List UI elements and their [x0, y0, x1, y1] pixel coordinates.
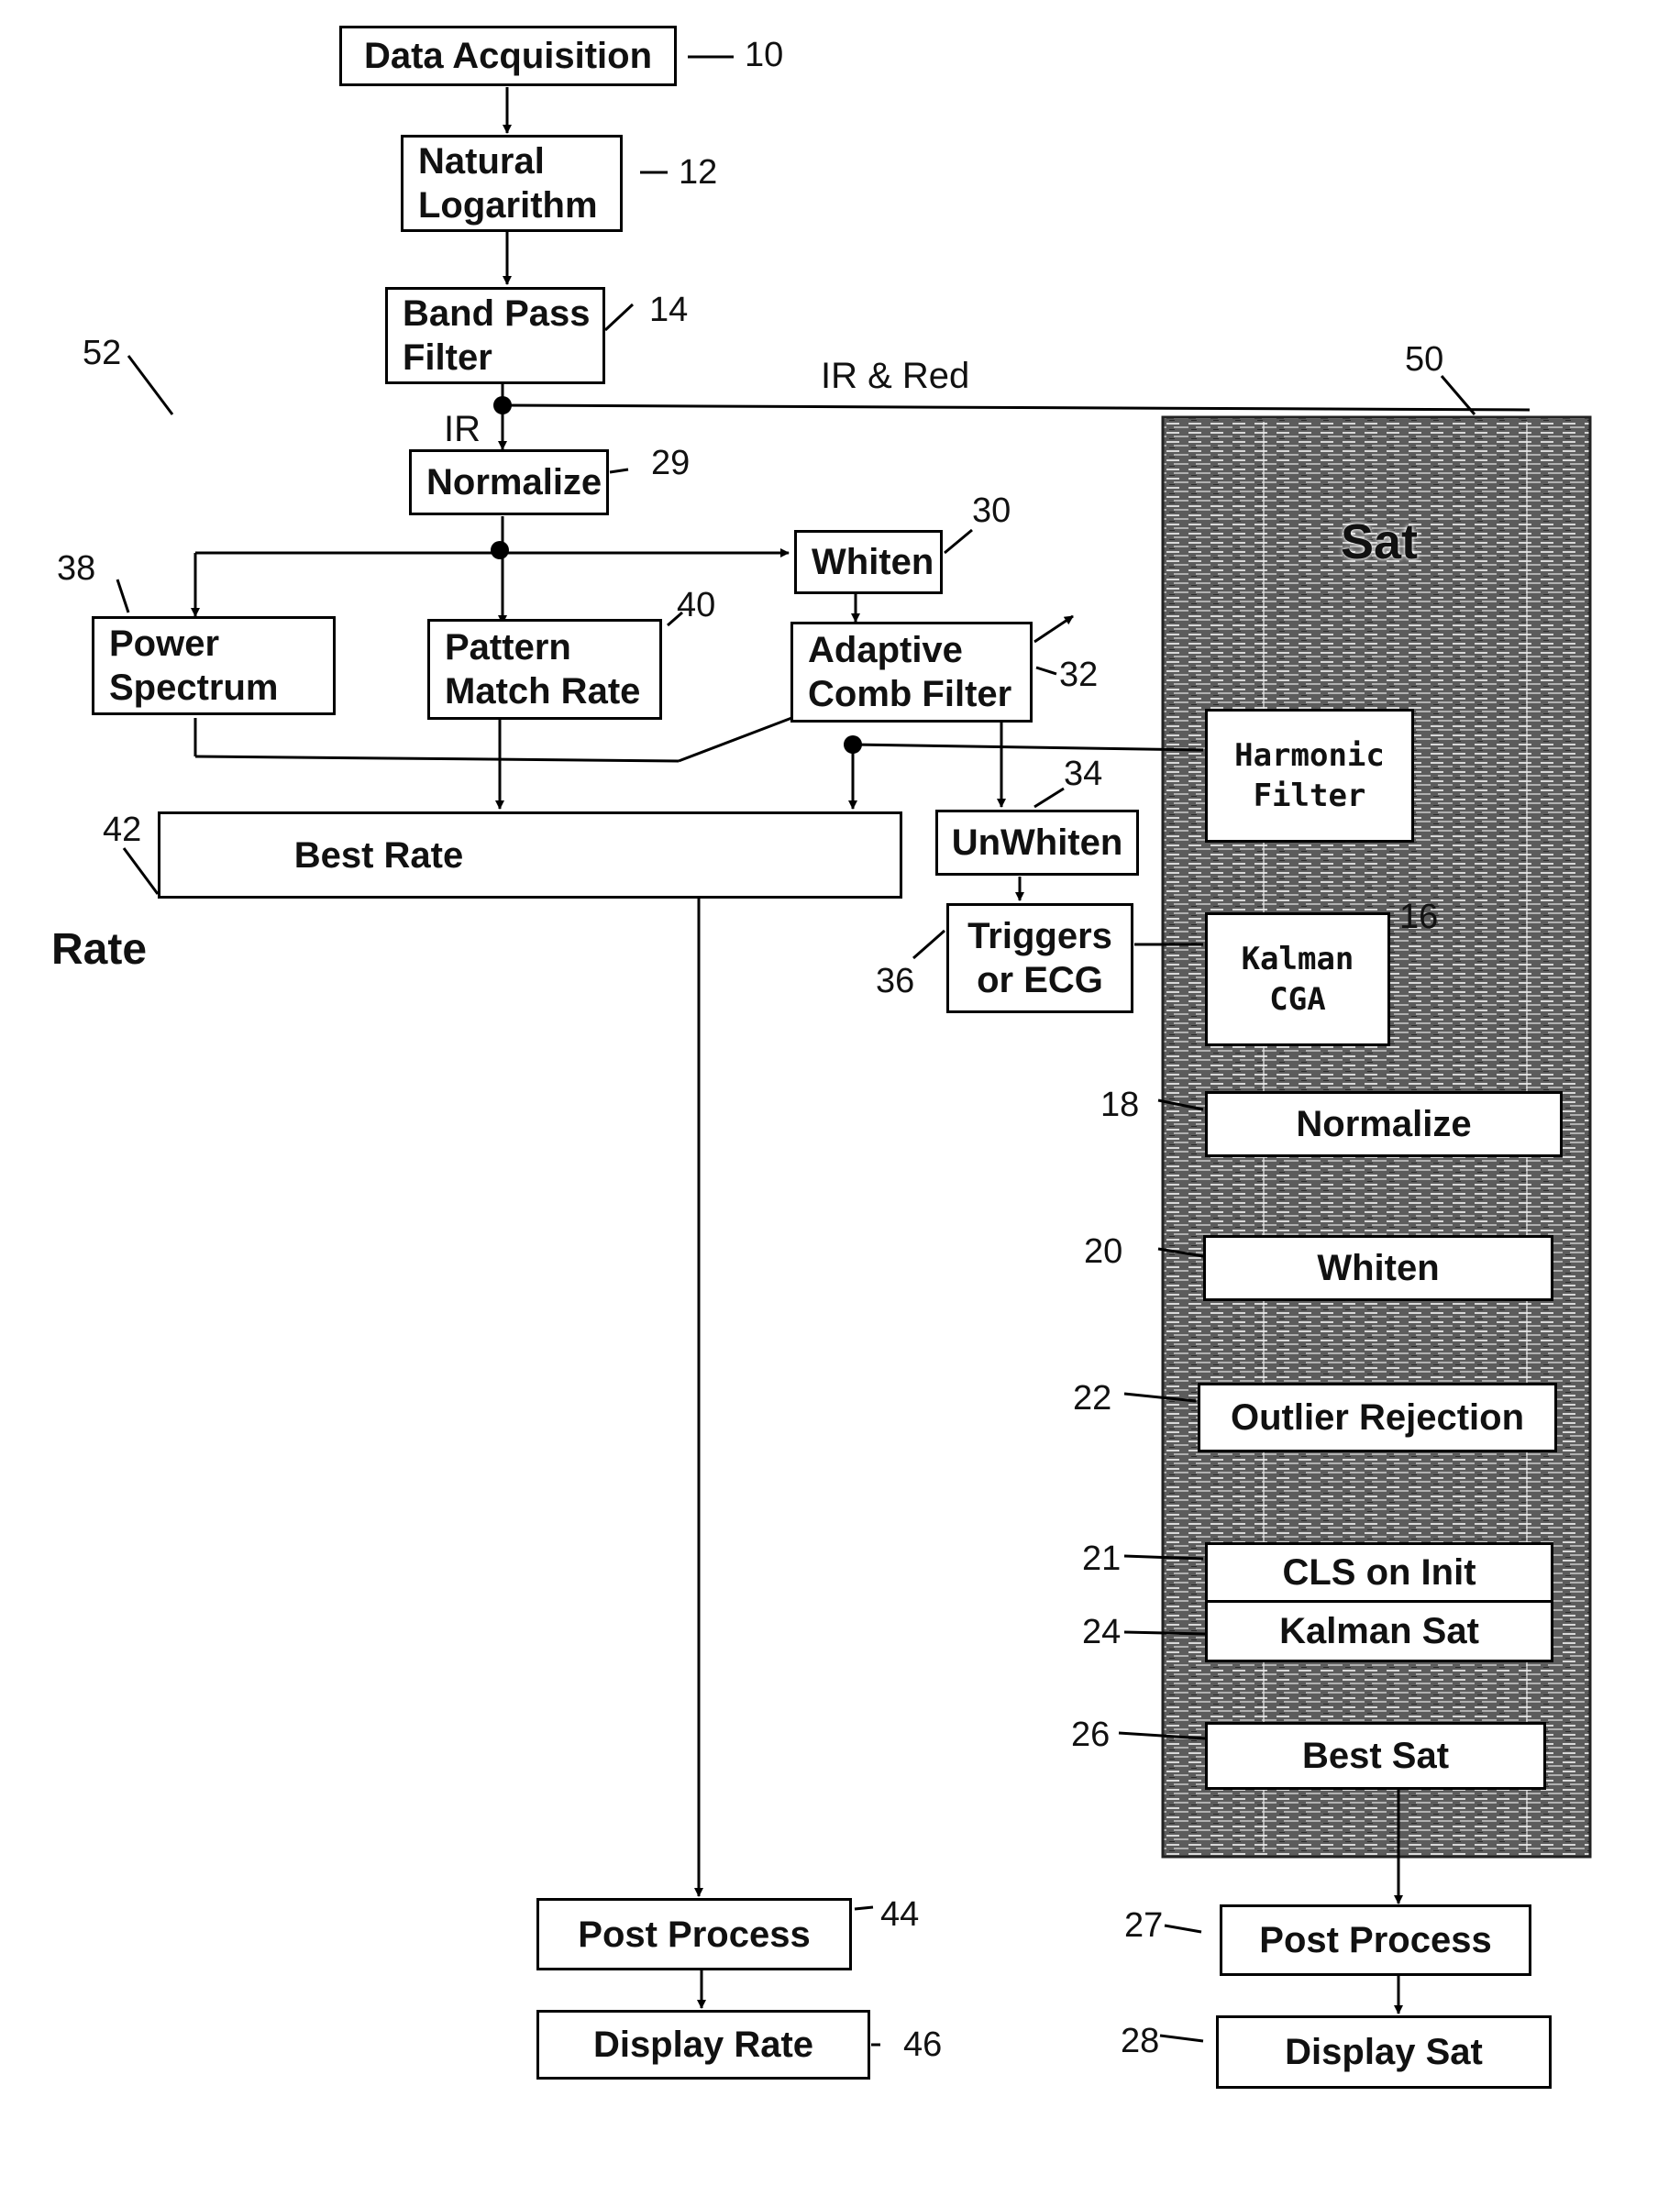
kalman-cga-box: Kalman CGA	[1205, 912, 1390, 1046]
ref-30: 30	[972, 492, 1011, 529]
harmonic-filter-box: Harmonic Filter	[1205, 709, 1414, 843]
ref-21: 21	[1082, 1540, 1121, 1577]
ref-46: 46	[903, 2026, 942, 2063]
ref-42: 42	[103, 811, 141, 848]
best-sat-box: Best Sat	[1205, 1722, 1546, 1790]
display-rate-box: Display Rate	[536, 2010, 870, 2080]
ref-12: 12	[679, 154, 717, 191]
ref-44: 44	[880, 1896, 919, 1933]
ref-52: 52	[83, 335, 121, 371]
power-spectrum-box: Power Spectrum	[92, 616, 336, 715]
ref-18: 18	[1100, 1087, 1139, 1123]
natural-logarithm-box: Natural Logarithm	[401, 135, 623, 232]
ref-20: 20	[1084, 1233, 1122, 1270]
cls-on-init-box: CLS on Init	[1205, 1542, 1553, 1603]
ref-28: 28	[1121, 2023, 1159, 2059]
normalize-sat-box: Normalize	[1205, 1091, 1563, 1157]
whiten-sat-box: Whiten	[1203, 1235, 1553, 1301]
ref-50: 50	[1405, 341, 1443, 378]
sat-label: Sat	[1341, 513, 1418, 570]
pattern-match-rate-box: Pattern Match Rate	[427, 619, 662, 720]
post-process-rate-box: Post Process	[536, 1898, 852, 1970]
ref-24: 24	[1082, 1614, 1121, 1650]
ref-29: 29	[651, 445, 690, 481]
ref-36: 36	[876, 963, 914, 999]
display-sat-box: Display Sat	[1216, 2015, 1552, 2089]
ref-38: 38	[57, 550, 95, 587]
band-pass-filter-box: Band Pass Filter	[385, 287, 605, 384]
post-process-sat-box: Post Process	[1220, 1904, 1531, 1976]
rate-label: Rate	[51, 930, 147, 970]
ir-label: IR	[444, 409, 481, 449]
ref-27: 27	[1124, 1907, 1163, 1944]
ir-red-label: IR & Red	[821, 356, 969, 396]
normalize-ir-box: Normalize	[409, 449, 609, 515]
kalman-sat-box: Kalman Sat	[1205, 1600, 1553, 1662]
data-acquisition-box: Data Acquisition	[339, 26, 677, 86]
ref-14: 14	[649, 292, 688, 328]
ref-22: 22	[1073, 1380, 1111, 1417]
ref-26: 26	[1071, 1716, 1110, 1753]
outlier-rejection-box: Outlier Rejection	[1198, 1383, 1557, 1452]
whiten-ir-box: Whiten	[794, 530, 943, 594]
best-rate-box: Best Rate	[158, 811, 902, 899]
ref-34: 34	[1064, 756, 1102, 792]
ref-10: 10	[745, 37, 783, 73]
adaptive-comb-filter-box: Adaptive Comb Filter	[790, 622, 1033, 723]
ref-40: 40	[677, 587, 715, 623]
ref-32: 32	[1059, 657, 1098, 693]
triggers-or-ecg-box: Triggers or ECG	[946, 903, 1133, 1013]
unwhiten-box: UnWhiten	[935, 810, 1139, 876]
ref-16: 16	[1399, 899, 1438, 935]
